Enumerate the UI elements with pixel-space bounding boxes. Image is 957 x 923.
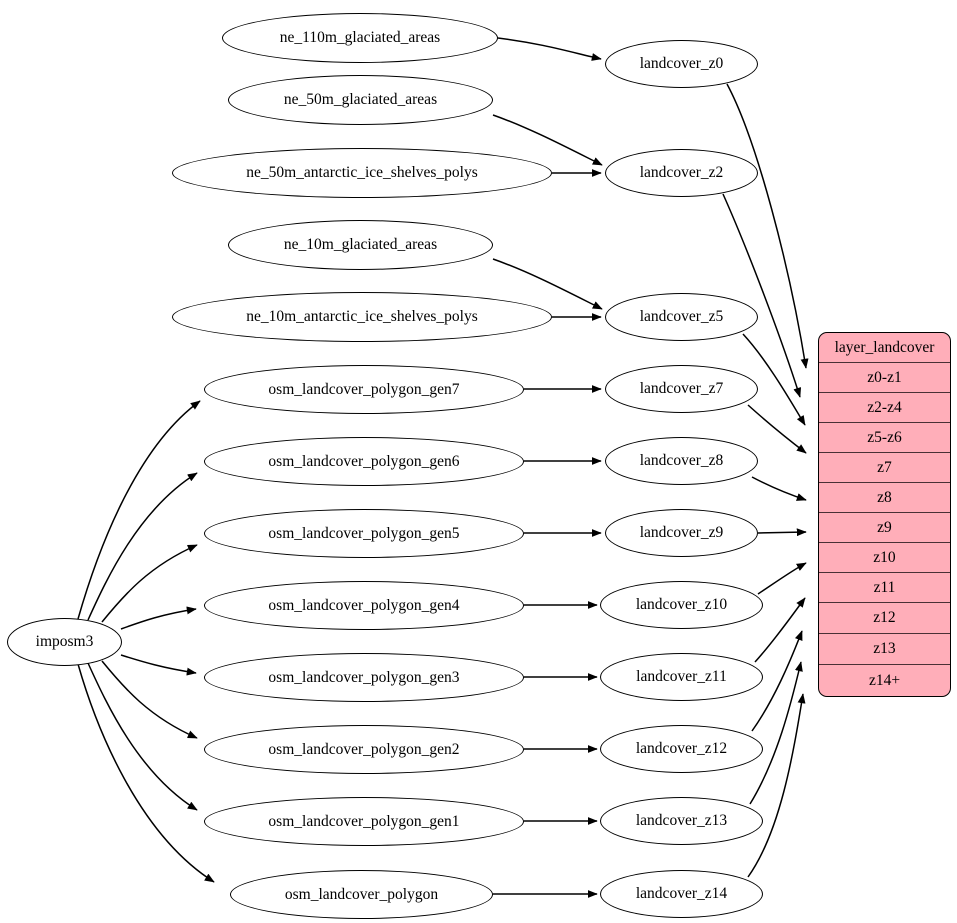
table-cell-label: z5-z6	[867, 428, 902, 446]
node-osm-landcover-polygon-gen2[interactable]: osm_landcover_polygon_gen2	[204, 725, 524, 774]
table-row-z10[interactable]: z10	[819, 543, 950, 573]
edge-imposm3-poly	[77, 663, 215, 883]
node-osm-landcover-polygon-gen6[interactable]: osm_landcover_polygon_gen6	[204, 437, 524, 486]
node-label: osm_landcover_polygon_gen1	[268, 812, 460, 830]
table-cell-label: z2-z4	[867, 398, 902, 416]
node-label: ne_10m_antarctic_ice_shelves_polys	[246, 308, 478, 326]
table-cell-label: z10	[873, 548, 896, 566]
node-osm-landcover-polygon-gen5[interactable]: osm_landcover_polygon_gen5	[204, 509, 524, 558]
node-label: landcover_z14	[635, 885, 728, 903]
node-landcover-z9[interactable]: landcover_z9	[605, 509, 758, 557]
node-osm-landcover-polygon-gen4[interactable]: osm_landcover_polygon_gen4	[204, 581, 524, 630]
node-label: ne_10m_glaciated_areas	[283, 236, 438, 254]
node-label: ne_110m_glaciated_areas	[279, 29, 441, 47]
node-label: osm_landcover_polygon_gen4	[268, 596, 460, 614]
node-label: landcover_z0	[639, 55, 724, 73]
edge-z14-row10	[747, 693, 806, 878]
node-landcover-z2[interactable]: landcover_z2	[605, 149, 758, 197]
table-row-z14-plus[interactable]: z14+	[819, 665, 950, 696]
node-imposm3[interactable]: imposm3	[7, 618, 122, 666]
edge-z9-row5	[757, 528, 807, 537]
table-cell-label: z7	[877, 458, 892, 476]
node-label: landcover_z7	[639, 380, 724, 398]
edge-imposm3-gen3	[120, 654, 197, 676]
node-label: landcover_z10	[635, 596, 728, 614]
edge-ne50g-z2	[492, 114, 603, 166]
node-landcover-z0[interactable]: landcover_z0	[605, 40, 758, 88]
table-cell-label: z14+	[868, 672, 901, 689]
table-header-row: layer_landcover	[819, 333, 950, 363]
edge-ne110-z0	[497, 37, 602, 61]
node-label: osm_landcover_polygon_gen7	[268, 380, 460, 398]
node-label: ne_50m_antarctic_ice_shelves_polys	[246, 164, 478, 182]
node-osm-landcover-polygon[interactable]: osm_landcover_polygon	[230, 870, 493, 919]
table-header-label: layer_landcover	[834, 338, 935, 356]
node-osm-landcover-polygon-gen1[interactable]: osm_landcover_polygon_gen1	[204, 797, 524, 846]
node-landcover-z5[interactable]: landcover_z5	[605, 293, 758, 341]
edge-ne10g-z5	[492, 258, 603, 310]
edge-z11-row7	[754, 597, 806, 663]
node-label: osm_landcover_polygon_gen3	[268, 668, 460, 686]
node-label: osm_landcover_polygon_gen5	[268, 524, 460, 542]
edge-z10-row6	[757, 562, 807, 595]
table-row-z7[interactable]: z7	[819, 453, 950, 483]
node-label: ne_50m_glaciated_areas	[283, 91, 438, 109]
node-ne-10m-glaciated-areas[interactable]: ne_10m_glaciated_areas	[228, 220, 493, 270]
node-label: osm_landcover_polygon_gen2	[268, 740, 460, 758]
edge-z0-row0	[726, 83, 809, 369]
node-ne-110m-glaciated-areas[interactable]: ne_110m_glaciated_areas	[222, 13, 498, 63]
node-label: imposm3	[35, 633, 94, 651]
table-row-z0-z1[interactable]: z0-z1	[819, 363, 950, 393]
table-row-z12[interactable]: z12	[819, 603, 950, 634]
edge-imposm3-gen7	[77, 400, 201, 620]
node-label: landcover_z8	[639, 452, 724, 470]
node-label: osm_landcover_polygon	[284, 885, 439, 903]
edge-z12-row8	[751, 630, 803, 732]
table-cell-label: z8	[877, 488, 892, 506]
table-cell-label: z9	[877, 518, 892, 536]
table-row-z5-z6[interactable]: z5-z6	[819, 423, 950, 453]
table-cell-label: z13	[873, 640, 896, 657]
node-label: landcover_z9	[639, 524, 724, 542]
edge-imposm3-gen1	[87, 662, 198, 811]
edge-z13-row9	[749, 661, 803, 805]
table-cell-label: z11	[873, 578, 896, 596]
layer-landcover-table: layer_landcover z0-z1 z2-z4 z5-z6 z7 z8 …	[818, 332, 951, 697]
edge-z7-row3	[747, 404, 807, 454]
table-row-z8[interactable]: z8	[819, 483, 950, 513]
node-label: landcover_z11	[636, 668, 727, 686]
edge-z8-row4	[751, 476, 807, 501]
node-landcover-z10[interactable]: landcover_z10	[600, 581, 763, 629]
table-row-z9[interactable]: z9	[819, 513, 950, 543]
node-label: landcover_z13	[635, 812, 728, 830]
table-row-z2-z4[interactable]: z2-z4	[819, 393, 950, 423]
edge-imposm3-gen6	[87, 472, 198, 621]
node-label: landcover_z12	[635, 740, 728, 758]
node-label: osm_landcover_polygon_gen6	[268, 452, 460, 470]
node-osm-landcover-polygon-gen7[interactable]: osm_landcover_polygon_gen7	[204, 365, 524, 414]
table-row-z11[interactable]: z11	[819, 573, 950, 603]
node-landcover-z8[interactable]: landcover_z8	[605, 437, 758, 485]
node-landcover-z14[interactable]: landcover_z14	[600, 870, 763, 918]
table-row-z13[interactable]: z13	[819, 634, 950, 665]
edge-z2-row1	[722, 193, 802, 398]
node-label: landcover_z2	[639, 164, 724, 182]
edge-z5-row2	[742, 333, 806, 426]
edge-imposm3-gen5	[101, 544, 198, 623]
table-cell-label: z0-z1	[867, 368, 902, 386]
node-ne-50m-glaciated-areas[interactable]: ne_50m_glaciated_areas	[228, 75, 493, 125]
node-landcover-z7[interactable]: landcover_z7	[605, 365, 758, 413]
node-landcover-z12[interactable]: landcover_z12	[600, 725, 763, 773]
node-ne-10m-antarctic-ice-shelves-polys[interactable]: ne_10m_antarctic_ice_shelves_polys	[172, 292, 552, 342]
node-label: landcover_z5	[639, 308, 724, 326]
edge-imposm3-gen2	[101, 660, 198, 739]
node-landcover-z11[interactable]: landcover_z11	[600, 653, 763, 701]
node-landcover-z13[interactable]: landcover_z13	[600, 797, 763, 845]
node-osm-landcover-polygon-gen3[interactable]: osm_landcover_polygon_gen3	[204, 653, 524, 702]
node-ne-50m-antarctic-ice-shelves-polys[interactable]: ne_50m_antarctic_ice_shelves_polys	[172, 148, 552, 198]
table-cell-label: z12	[873, 609, 896, 626]
edge-imposm3-gen4	[120, 606, 197, 630]
